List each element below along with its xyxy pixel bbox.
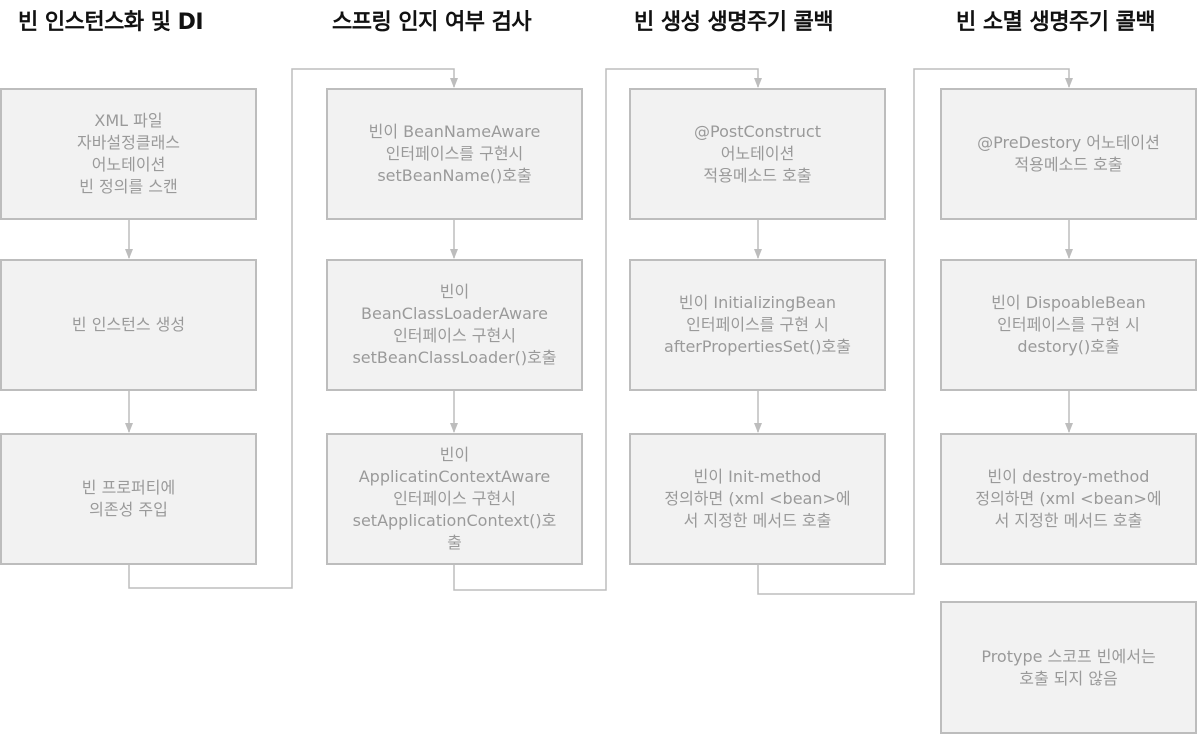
step-init-method: 빈이 Init-method 정의하면 (xml <bean>에 서 지정한 메… <box>629 433 886 565</box>
step-disposable-bean: 빈이 DispoableBean 인터페이스를 구현 시 destory()호출 <box>940 259 1197 391</box>
column-title-init-callback: 빈 생성 생명주기 콜백 <box>634 10 834 35</box>
step-destroy-method: 빈이 destroy-method 정의하면 (xml <bean>에 서 지정… <box>940 433 1197 565</box>
step-post-construct: @PostConstruct 어노테이션 적용메소드 호출 <box>629 88 886 220</box>
step-initializing-bean: 빈이 InitializingBean 인터페이스를 구현 시 afterPro… <box>629 259 886 391</box>
step-application-context-aware: 빈이 ApplicatinContextAware 인터페이스 구현시 setA… <box>326 433 583 565</box>
column-title-aware-check: 스프링 인지 여부 검사 <box>332 10 532 35</box>
step-bean-name-aware: 빈이 BeanNameAware 인터페이스를 구현시 setBeanName(… <box>326 88 583 220</box>
step-inject-dependencies: 빈 프로퍼티에 의존성 주입 <box>0 433 257 565</box>
arrow-c1-to-c2 <box>128 68 458 589</box>
arrow-c2-to-c3 <box>453 68 762 591</box>
step-scan-bean-definitions: XML 파일 자바설정클래스 어노테이션 빈 정의를 스캔 <box>0 88 257 220</box>
step-bean-classloader-aware: 빈이 BeanClassLoaderAware 인터페이스 구현시 setBea… <box>326 259 583 391</box>
prototype-scope-note: Protype 스코프 빈에서는 호출 되지 않음 <box>940 601 1197 734</box>
step-pre-destroy: @PreDestory 어노테이션 적용메소드 호출 <box>940 88 1197 220</box>
step-create-bean-instance: 빈 인스턴스 생성 <box>0 259 257 391</box>
column-title-instantiation: 빈 인스턴스화 및 DI <box>18 10 204 35</box>
arrow-c3-to-c4 <box>757 68 1073 595</box>
column-title-destroy-callback: 빈 소멸 생명주기 콜백 <box>956 10 1156 35</box>
